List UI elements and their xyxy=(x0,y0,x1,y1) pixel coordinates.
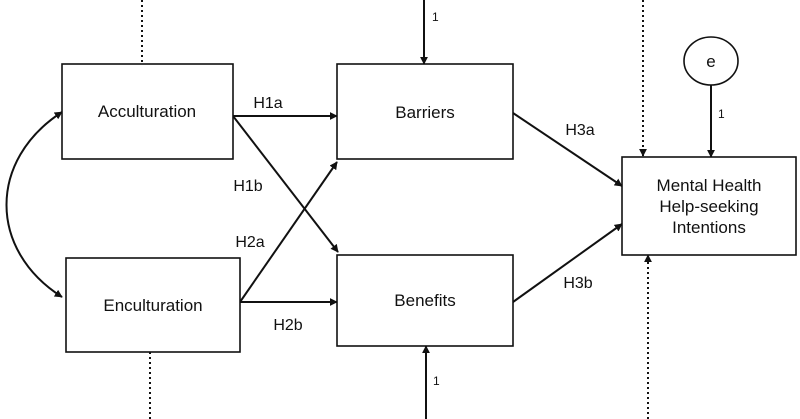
path-h3a xyxy=(512,112,623,187)
h2a-label: H2a xyxy=(235,234,264,251)
benefits-box xyxy=(336,254,514,347)
enculturation-box xyxy=(65,257,241,353)
benefits-label: Benefits xyxy=(394,291,455,310)
error-loading-label: 1 xyxy=(718,107,725,121)
outcome-label-line3: Intentions xyxy=(672,218,746,237)
barriers-loading-label: 1 xyxy=(432,10,439,24)
h1a-label: H1a xyxy=(253,95,282,112)
outcome-label-line1: Mental Health xyxy=(657,176,762,195)
benefits-loading-label: 1 xyxy=(433,374,440,388)
acculturation-label: Acculturation xyxy=(98,102,196,121)
enculturation-label: Enculturation xyxy=(103,296,202,315)
outcome-label-line2: Help-seeking xyxy=(659,197,758,216)
acculturation-box xyxy=(61,63,234,160)
path-h1b xyxy=(232,115,339,253)
barriers-box xyxy=(336,63,514,160)
path-h3b xyxy=(512,223,623,303)
h3a-label: H3a xyxy=(565,122,594,139)
outcome-box xyxy=(621,156,797,256)
barriers-label: Barriers xyxy=(395,103,455,122)
h2b-label: H2b xyxy=(273,317,302,334)
correlation-curve xyxy=(5,111,63,298)
error-circle xyxy=(683,36,739,86)
h1b-label: H1b xyxy=(233,178,262,195)
path-h2a xyxy=(239,161,338,303)
error-label: e xyxy=(706,52,715,71)
h3b-label: H3b xyxy=(563,275,592,292)
